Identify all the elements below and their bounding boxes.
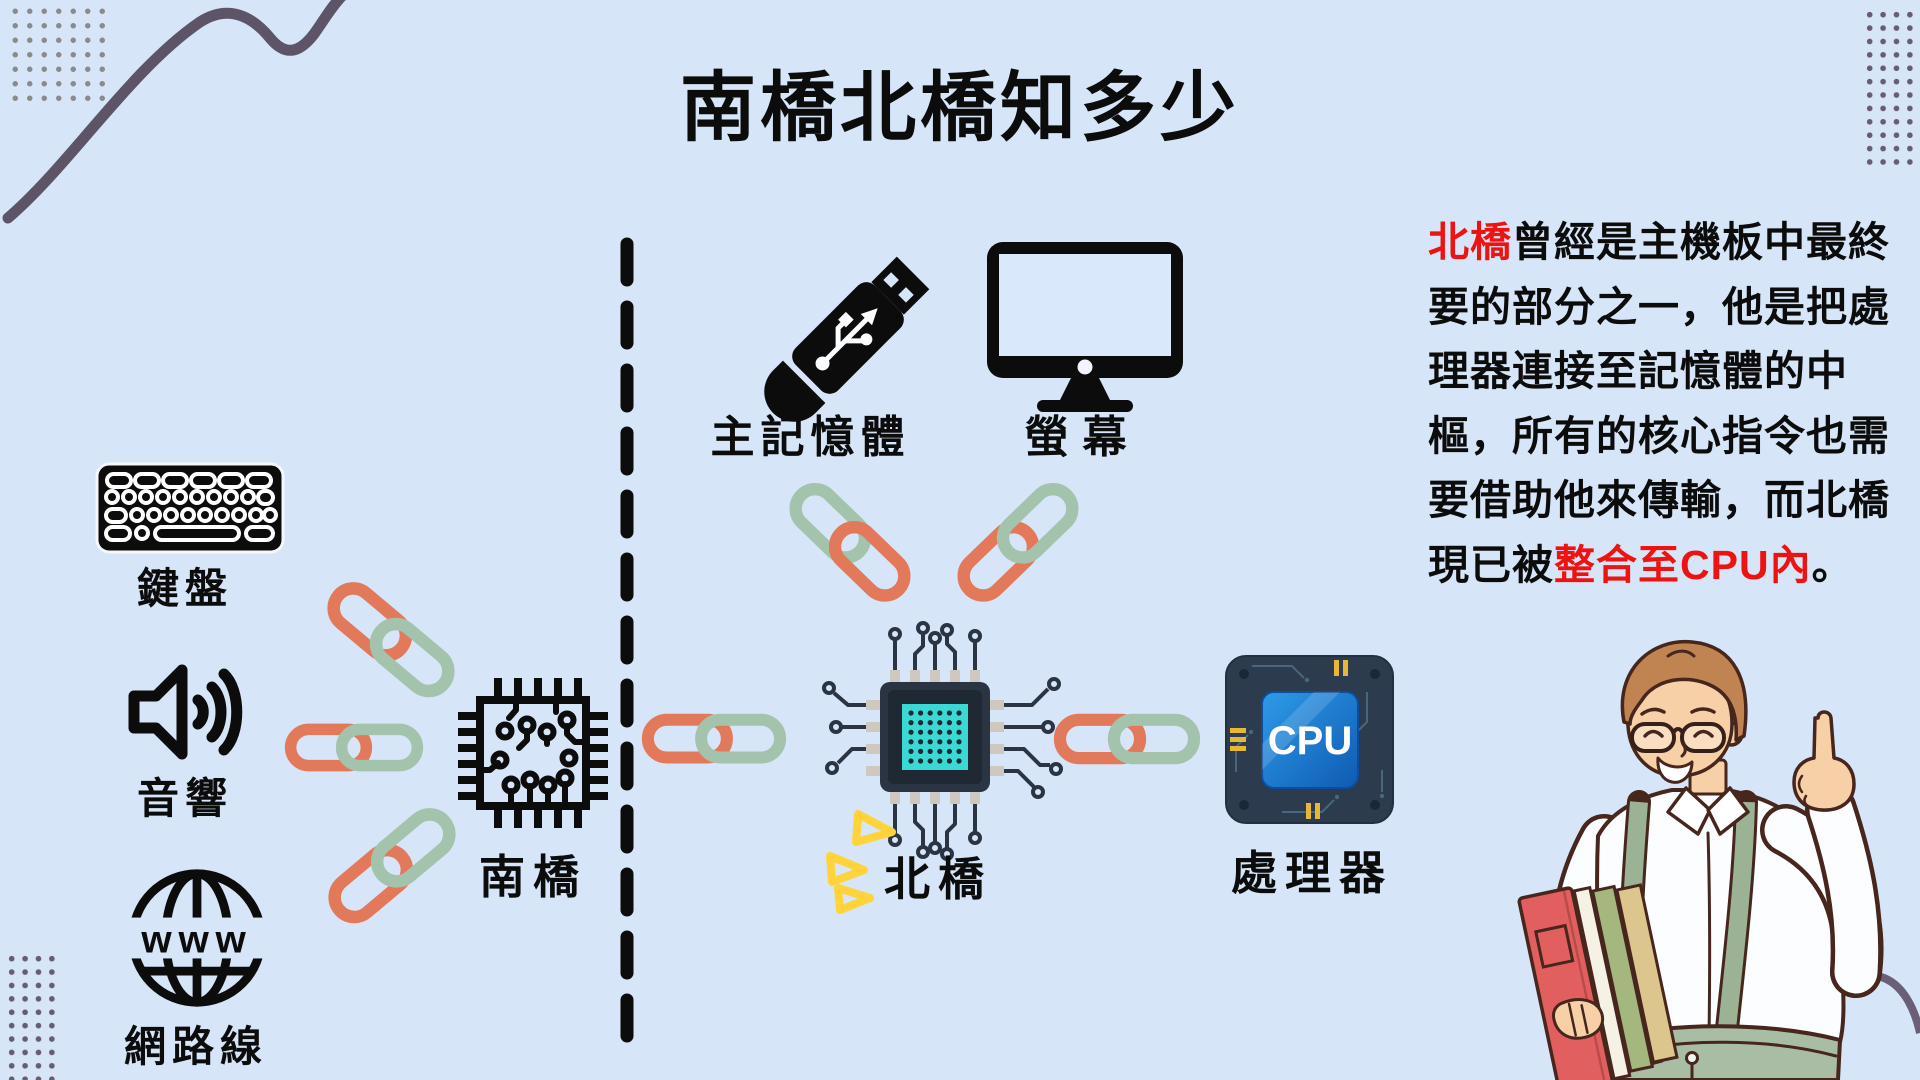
northbridge-chip-icon [822, 621, 1063, 914]
chain-network-southbridge [328, 808, 456, 924]
glasses [1630, 722, 1726, 753]
memory-label: 主記憶體 [710, 413, 911, 462]
southbridge-label: 南橋 [479, 851, 587, 903]
chain-keyboard-southbridge [327, 582, 455, 698]
description-line: 理器連接至記憶體的中 [1428, 348, 1848, 394]
teacher-illustration [1517, 639, 1920, 1080]
cpu-label: 處理器 [1231, 847, 1393, 899]
chain-northbridge-cpu [1053, 713, 1201, 765]
head [1620, 639, 1748, 784]
pointing-hand [1792, 710, 1856, 812]
usb-memory-icon [764, 256, 930, 422]
speaker-icon [128, 664, 243, 760]
dot-grid-bottom-left [5, 952, 60, 1080]
description-line: 現已被整合至CPU內。 [1428, 541, 1854, 588]
speaker-label: 音響 [136, 775, 233, 822]
dot-grid-top-left [8, 4, 108, 102]
cpu-chip-text: CPU [1268, 719, 1352, 763]
cpu-icon: CPU [1225, 655, 1394, 824]
squiggle-line [2, 0, 346, 224]
sparkle-shapes [826, 810, 896, 914]
dot-grid-top-right [1863, 8, 1918, 168]
keyboard-label: 鍵盤 [136, 565, 233, 612]
globe-www-text: www [140, 919, 252, 962]
description-line: 要借助他來傳輸，而北橋 [1428, 477, 1890, 523]
description-line: 北橋曾經是主機板中最終 [1428, 219, 1890, 265]
description-line: 要的部分之一，他是把處 [1428, 283, 1890, 330]
northbridge-description: 北橋曾經是主機板中最終 要的部分之一，他是把處 理器連接至記憶體的中 樞，所有的… [1428, 210, 1914, 597]
chain-memory-northbridge [789, 483, 911, 602]
monitor-label: 螢幕 [1024, 413, 1141, 462]
keyboard-icon [95, 462, 285, 554]
chain-speaker-southbridge [284, 723, 424, 772]
holding-hand [1552, 998, 1605, 1040]
chain-monitor-northbridge [957, 483, 1079, 602]
dashed-divider [620, 237, 634, 1051]
chain-southbridge-northbridge [641, 713, 787, 764]
books [1517, 883, 1679, 1080]
description-line: 樞，所有的核心指令也需 [1428, 412, 1890, 459]
southbridge-chip-icon [458, 678, 608, 828]
page-title: 南橋北橋知多少 [680, 66, 1240, 151]
northbridge-label: 北橋 [884, 853, 992, 905]
network-label: 網路線 [123, 1023, 268, 1070]
monitor-icon [987, 242, 1183, 412]
network-globe-icon: www [126, 869, 268, 1007]
